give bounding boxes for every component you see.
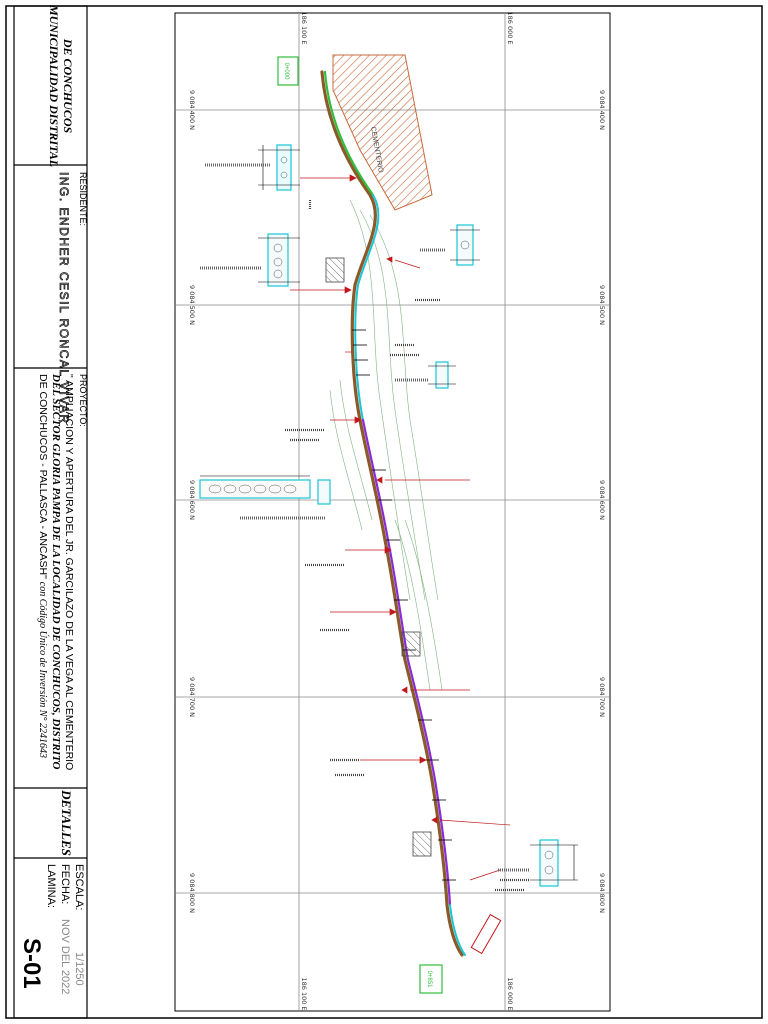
start-marker: 0+000 xyxy=(277,56,299,86)
road-alignment xyxy=(320,70,466,957)
detail-block-4 xyxy=(395,361,456,389)
date-value: NOV DEL 2022 xyxy=(59,919,71,994)
terrain-contours xyxy=(329,199,443,691)
cemetery-area: CEMENTERIO xyxy=(332,54,433,211)
date-label: FECHA: xyxy=(59,864,71,904)
sheet-number: S-01 xyxy=(18,938,45,989)
project-line1: " AMPLIACION Y APERTURA DEL JR. GARCILAZ… xyxy=(63,374,75,770)
entity-name-line1: MUNICIPALIDAD DISTRITAL xyxy=(47,4,61,167)
detail-block-2 xyxy=(200,233,300,287)
scale-value: 1/1250 xyxy=(73,952,85,986)
grid-label-n-600-left: 9 084 600 N xyxy=(188,480,196,520)
callout-leaders xyxy=(290,174,511,881)
grid-label-e-000-bottom: 186 000 E xyxy=(506,977,514,1010)
project-line3-b: con Código Único de Inversión N° 2241643 xyxy=(37,582,49,758)
grid-label-n-500-left: 9 084 500 N xyxy=(188,285,196,325)
end-station-label: 0+851 xyxy=(426,971,432,989)
detail-block-3 xyxy=(420,224,480,266)
project-line3-a: DE CONCHUCOS - PALLASCA - ANCASH" xyxy=(37,374,49,579)
detail-block-5 xyxy=(199,475,331,520)
scale-label: ESCALA: xyxy=(73,864,85,910)
grid-label-e-100-top: 186 100 E xyxy=(300,11,308,44)
grid-label-e-000-top: 186 000 E xyxy=(506,11,514,44)
project-line2: DEL SECTOR GLORIA PAMPA DE LA LOCALIDAD … xyxy=(50,373,62,770)
title-block xyxy=(13,5,88,1019)
grid-label-e-100-bottom: 186 100 E xyxy=(300,977,308,1010)
project-label: PROYECTO: xyxy=(78,374,88,427)
grid-label-n-400-right: 9 084 400 N xyxy=(598,90,606,130)
end-marker: 0+851 xyxy=(419,913,502,994)
grid-label-n-700-right: 9 084 700 N xyxy=(598,677,606,717)
grid-label-n-400-left: 9 084 400 N xyxy=(188,90,196,130)
sheet-title: DETALLES xyxy=(59,789,74,856)
start-station-label: 0+000 xyxy=(283,63,289,81)
sheet-label: LAMINA: xyxy=(45,864,57,908)
annotation-notes xyxy=(285,200,530,892)
project-line3: DE CONCHUCOS - PALLASCA - ANCASH" con Có… xyxy=(37,374,49,758)
resident-name: ING. ENDHER CESIL RONCAL VIVAR xyxy=(57,172,71,425)
grid-label-n-800-left: 9 084 800 N xyxy=(188,873,196,913)
grid-label-n-500-right: 9 084 500 N xyxy=(598,285,606,325)
detail-block-6 xyxy=(498,839,578,887)
station-ticks xyxy=(352,329,456,881)
detail-block-1 xyxy=(205,144,300,191)
grid-label-n-800-right: 9 084 800 N xyxy=(598,873,606,913)
structure-blocks xyxy=(325,257,432,857)
resident-label: RESIDENTE: xyxy=(78,172,88,226)
entity-name-line2: DE CONCHUCOS xyxy=(61,38,75,134)
grid-label-n-600-right: 9 084 600 N xyxy=(598,480,606,520)
grid-label-n-700-left: 9 084 700 N xyxy=(188,677,196,717)
outer-frame xyxy=(5,5,763,1019)
drawing-frame xyxy=(174,12,611,1012)
